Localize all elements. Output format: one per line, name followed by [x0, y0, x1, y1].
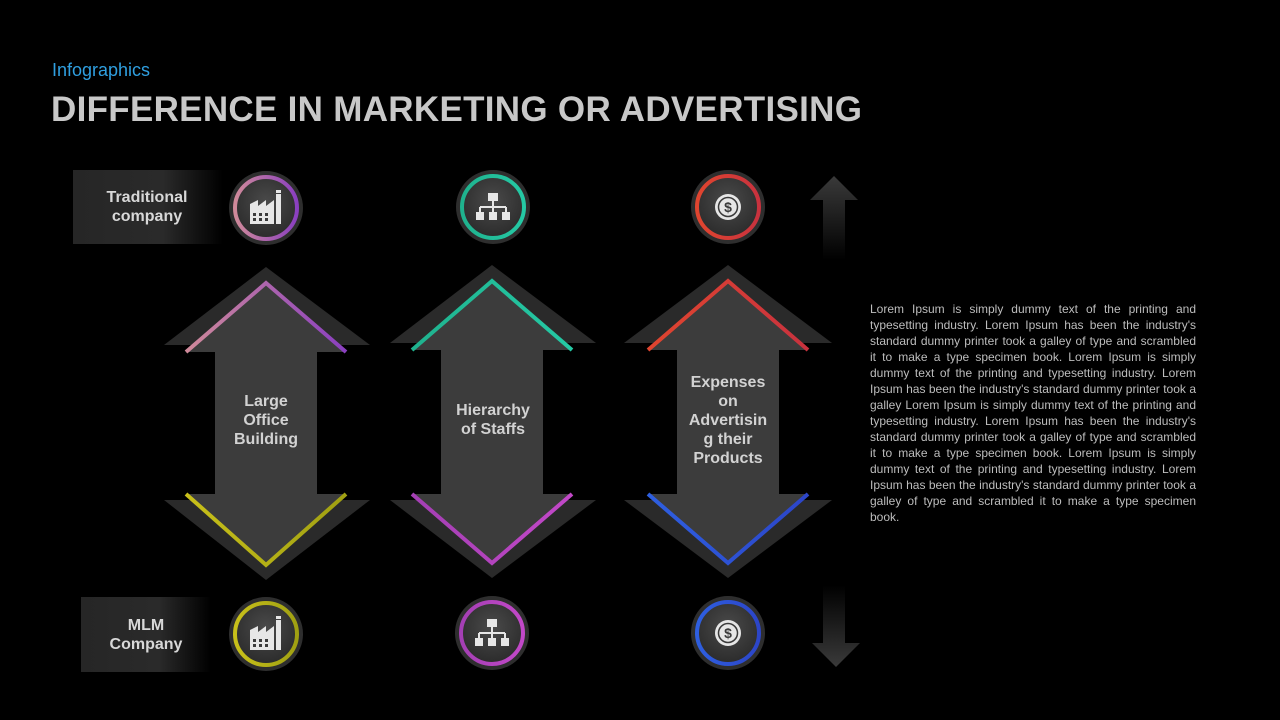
column-label-col-1: Large Office Building: [234, 392, 298, 448]
row-label-mlm: MLM Company: [81, 597, 211, 672]
org-chart-icon: [476, 193, 510, 220]
description-text: Lorem Ipsum is simply dummy text of the …: [870, 302, 1196, 524]
row-label-mlm-text: MLM Company: [109, 616, 183, 653]
up-arrow-icon: [810, 176, 858, 260]
double-arrow-col-1: [164, 267, 370, 580]
org-chart-icon: [475, 619, 509, 646]
slide-subtitle: Infographics: [52, 60, 151, 80]
slide-title: DIFFERENCE IN MARKETING OR ADVERTISING: [51, 90, 863, 129]
svg-text:$: $: [724, 625, 732, 641]
dollar-coin-icon: $: [715, 620, 741, 646]
svg-text:$: $: [724, 199, 732, 215]
row-label-traditional: Traditional company: [73, 170, 223, 244]
row-label-traditional-text: Traditional company: [106, 189, 188, 225]
down-arrow-icon: [812, 585, 860, 667]
dollar-coin-icon: $: [715, 194, 741, 220]
column-label-col-3: Expenses on Advertisin g their Products: [688, 373, 768, 467]
double-arrow-col-3: [624, 265, 832, 578]
factory-icon: [250, 616, 281, 650]
factory-icon: [250, 190, 281, 224]
column-label-col-2: Hierarchy of Staffs: [456, 402, 530, 438]
double-arrow-col-2: [390, 265, 596, 578]
